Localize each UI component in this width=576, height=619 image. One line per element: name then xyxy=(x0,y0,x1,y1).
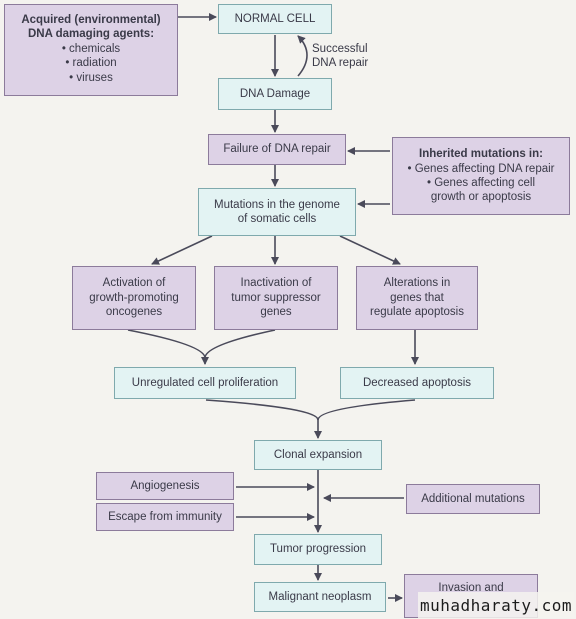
alterations-line1: Alterations in xyxy=(383,277,451,290)
unregulated-proliferation-box: Unregulated cell proliferation xyxy=(114,367,296,399)
normal-cell-label: NORMAL CELL xyxy=(234,12,316,25)
mutations-genome-box: Mutations in the genome of somatic cells xyxy=(198,188,356,236)
arrow-mutations-to-alterations xyxy=(339,235,401,265)
watermark-logo: muhadharaty.com xyxy=(418,592,574,618)
acquired-title-line2: DNA damaging agents: xyxy=(27,28,155,41)
alterations-line2: genes that xyxy=(390,291,444,304)
tumor-progression-box: Tumor progression xyxy=(254,534,382,565)
inactivation-line3: genes xyxy=(260,306,292,319)
repair-note-line1: Successful xyxy=(312,43,368,55)
decreased-apoptosis-label: Decreased apoptosis xyxy=(362,376,472,389)
dna-damage-label: DNA Damage xyxy=(239,87,311,100)
acquired-item: viruses xyxy=(69,71,112,85)
failure-repair-box: Failure of DNA repair xyxy=(208,134,346,165)
malignant-neoplasm-box: Malignant neoplasm xyxy=(254,582,386,612)
mutations-line2: of somatic cells xyxy=(237,213,317,225)
angiogenesis-label: Angiogenesis xyxy=(130,479,200,492)
arrow-successful-repair xyxy=(297,35,308,77)
alterations-line3: regulate apoptosis xyxy=(370,306,464,319)
activation-oncogenes-box: Activation of growth-promoting oncogenes xyxy=(72,266,196,330)
normal-cell-box: NORMAL CELL xyxy=(218,4,332,34)
inherited-item: Genes affecting DNA repair xyxy=(407,162,555,176)
acquired-item: chemicals xyxy=(62,42,120,56)
activation-line3: oncogenes xyxy=(105,306,163,319)
invasion-label: Invasion and xyxy=(438,582,504,594)
arrow-merge-clonal xyxy=(205,399,319,421)
arrow-merge-unregulated xyxy=(127,329,206,359)
successful-repair-note: Successful DNA repair xyxy=(312,42,368,71)
clonal-expansion-label: Clonal expansion xyxy=(273,448,363,461)
mutations-line1: Mutations in the genome xyxy=(214,198,340,211)
inherited-item: Genes affecting cell xyxy=(427,176,535,190)
failure-repair-label: Failure of DNA repair xyxy=(223,143,331,156)
inactivation-suppressor-box: Inactivation of tumor suppressor genes xyxy=(214,266,338,330)
clonal-expansion-box: Clonal expansion xyxy=(254,440,382,470)
watermark-text: muhadharaty.com xyxy=(420,595,572,615)
activation-line2: growth-promoting xyxy=(89,291,179,304)
alterations-apoptosis-box: Alterations in genes that regulate apopt… xyxy=(356,266,478,330)
escape-immunity-box: Escape from immunity xyxy=(96,503,234,531)
tumor-progression-label: Tumor progression xyxy=(269,543,367,556)
malignant-neoplasm-label: Malignant neoplasm xyxy=(268,590,372,603)
inactivation-line2: tumor suppressor xyxy=(231,291,321,304)
acquired-item: radiation xyxy=(65,56,117,70)
inherited-item-continued: growth or apoptosis xyxy=(430,191,532,204)
additional-mutations-label: Additional mutations xyxy=(421,492,525,505)
repair-note-line2: DNA repair xyxy=(312,57,369,70)
acquired-title-line1: Acquired (environmental) xyxy=(21,14,161,26)
additional-mutations-box: Additional mutations xyxy=(406,484,540,514)
angiogenesis-box: Angiogenesis xyxy=(96,472,234,500)
inactivation-line1: Inactivation of xyxy=(240,277,312,290)
arrow-mutations-to-activation xyxy=(151,235,213,265)
activation-line1: Activation of xyxy=(102,277,166,290)
inherited-mutations-box: Inherited mutations in: Genes affecting … xyxy=(392,137,570,215)
decreased-apoptosis-box: Decreased apoptosis xyxy=(340,367,494,399)
unregulated-label: Unregulated cell proliferation xyxy=(131,376,279,389)
acquired-agents-box: Acquired (environmental) DNA damaging ag… xyxy=(4,4,178,96)
escape-immunity-label: Escape from immunity xyxy=(108,510,222,523)
dna-damage-box: DNA Damage xyxy=(218,78,332,110)
inherited-title: Inherited mutations in: xyxy=(419,148,543,161)
